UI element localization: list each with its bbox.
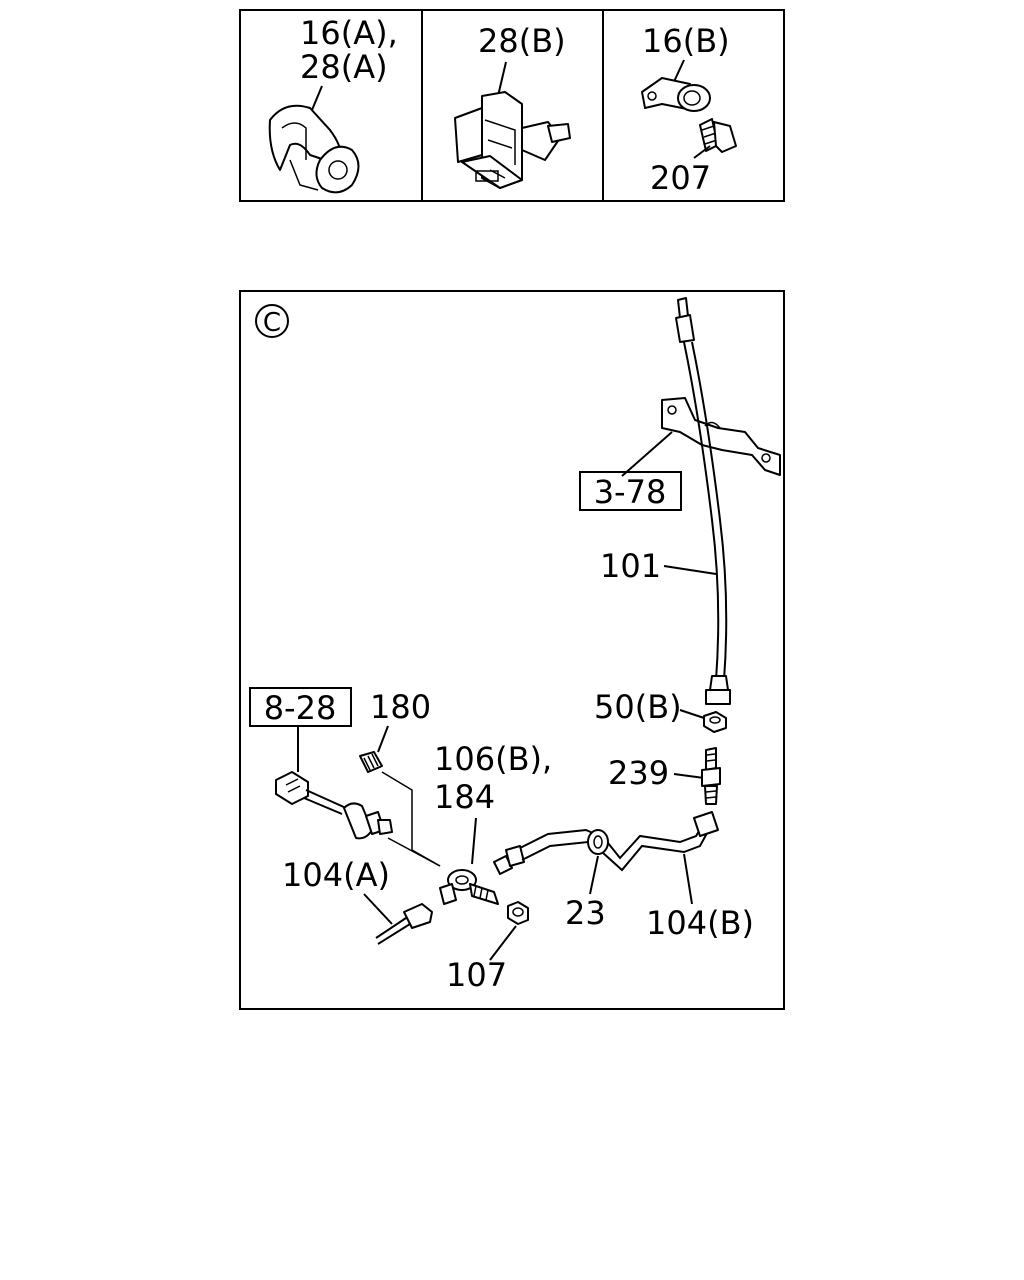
ref-box-3-78 — [579, 471, 682, 511]
label-50b: 50(B) — [594, 688, 682, 726]
pipe-104b-drawing — [493, 811, 719, 875]
label-28a: 28(A) — [300, 48, 388, 86]
view-marker-circle — [255, 304, 289, 338]
label-101: 101 — [600, 547, 661, 585]
connector-239-drawing — [701, 747, 721, 805]
top-panel-group — [239, 9, 785, 202]
leader-28b — [497, 61, 507, 97]
leader-180 — [377, 725, 389, 753]
alignment-line-180 — [381, 771, 413, 850]
nut-107-drawing — [507, 901, 529, 925]
pipe-104a-drawing — [375, 903, 433, 945]
leader-23 — [589, 855, 599, 895]
label-104a: 104(A) — [282, 856, 390, 894]
leader-16a — [311, 85, 323, 111]
leader-101 — [663, 565, 717, 575]
leader-239 — [673, 773, 705, 779]
tee-fitting-drawing — [439, 869, 499, 905]
label-184: 184 — [434, 778, 495, 816]
label-104b: 104(B) — [646, 904, 754, 942]
pressure-switch-drawing — [275, 771, 393, 840]
label-23: 23 — [565, 894, 606, 932]
leader-184 — [471, 817, 477, 865]
label-16a: 16(A), — [300, 14, 398, 52]
main-panel-frame — [239, 290, 785, 1010]
view-marker-letter: C — [263, 308, 281, 338]
leader-104b — [683, 853, 693, 905]
label-107: 107 — [446, 956, 507, 994]
ref-box-8-28 — [249, 687, 352, 727]
label-106b: 106(B), — [434, 740, 552, 778]
clip-16b-drawing — [641, 77, 711, 112]
panel-clip-16b-bolt-207: 16(B) 207 — [641, 22, 737, 197]
leader-104a — [363, 893, 393, 925]
main-panel: C 3-78 101 50(B) 239 — [239, 290, 785, 1010]
label-16b: 16(B) — [642, 22, 730, 60]
leader-107 — [489, 925, 517, 961]
alignment-line-switch — [387, 837, 441, 867]
leader-207 — [693, 145, 711, 159]
leader-3-78 — [621, 431, 673, 477]
nut-50b-drawing — [703, 711, 727, 733]
bolt-207-drawing — [699, 118, 737, 153]
panel-clip-28b: 28(B) — [454, 22, 571, 189]
top-panels-frame — [239, 9, 785, 202]
ref-label-8-28: 8-28 — [264, 689, 337, 727]
ref-label-3-78: 3-78 — [594, 473, 667, 511]
label-207: 207 — [650, 159, 711, 197]
frame-bracket-drawing — [661, 397, 781, 476]
plug-180-drawing — [359, 751, 383, 773]
leader-50b — [679, 709, 705, 719]
clip-16a-drawing — [268, 104, 360, 194]
label-239: 239 — [608, 754, 669, 792]
clip-28b-drawing — [454, 91, 571, 189]
label-180: 180 — [370, 688, 431, 726]
hose-101-drawing — [675, 297, 731, 705]
panel-clip-16a-28a: 16(A), 28(A) — [268, 14, 398, 194]
label-28b: 28(B) — [478, 22, 566, 60]
